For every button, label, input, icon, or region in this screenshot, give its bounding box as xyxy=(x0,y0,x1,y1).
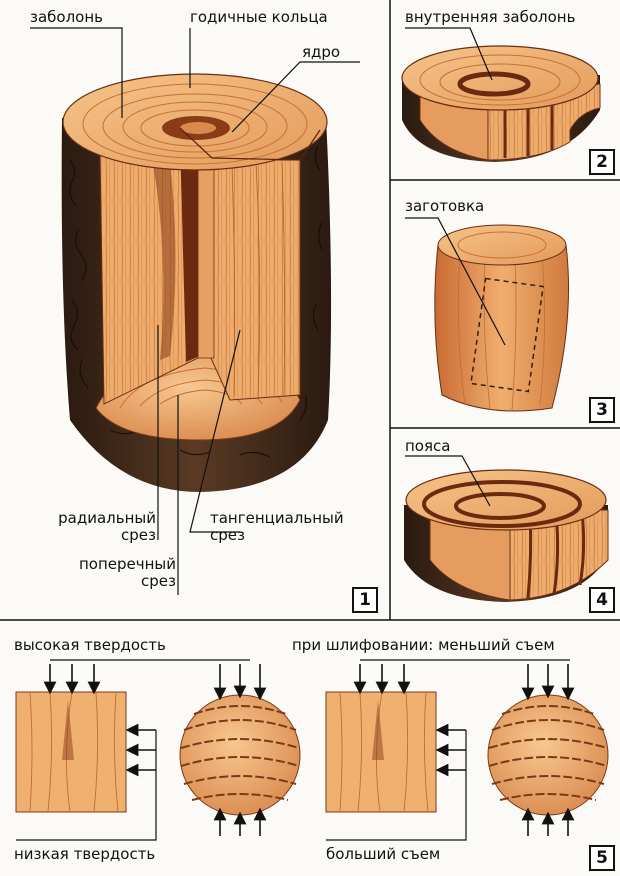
label-core: ядро xyxy=(302,43,341,61)
label-annual-rings: годичные кольца xyxy=(190,8,328,26)
panel-4-log xyxy=(404,455,609,602)
panel-2-log xyxy=(401,27,601,162)
panel-5-number: 5 xyxy=(589,845,615,871)
label-low-hardness: низкая твердость xyxy=(14,845,156,863)
force-arrows xyxy=(43,664,575,836)
blank-outline xyxy=(470,277,544,393)
label-inner-sapwood: внутренняя заболонь xyxy=(405,8,576,26)
label-grinding-less-removal: при шлифовании: меньший съем xyxy=(292,636,555,654)
panel-3-workpiece xyxy=(405,217,570,412)
label-radial-cut: радиальный срез xyxy=(58,509,156,544)
tangential-cut-face xyxy=(209,159,301,401)
label-more-removal: больший съем xyxy=(326,845,441,863)
annual-rings-top xyxy=(82,83,308,165)
label-sapwood: заболонь xyxy=(30,8,104,26)
panel-3-number: 3 xyxy=(589,397,615,423)
panel-2-number: 2 xyxy=(589,149,615,175)
label-tangential-cut: тангенциальный срез xyxy=(210,509,344,544)
label-high-hardness: высокая твердость xyxy=(14,636,166,654)
label-workpiece: заготовка xyxy=(405,197,485,215)
label-zones: пояса xyxy=(405,437,451,455)
heartwood-strip xyxy=(180,140,200,362)
panel-4-number: 4 xyxy=(589,587,615,613)
label-cross-cut: поперечный срез xyxy=(78,555,176,590)
panel-1-number: 1 xyxy=(352,587,378,613)
panel-5-hardness xyxy=(15,659,609,841)
panel-1-leaders xyxy=(30,27,360,595)
panel-dividers xyxy=(0,0,620,621)
panel-1-log xyxy=(30,27,360,595)
